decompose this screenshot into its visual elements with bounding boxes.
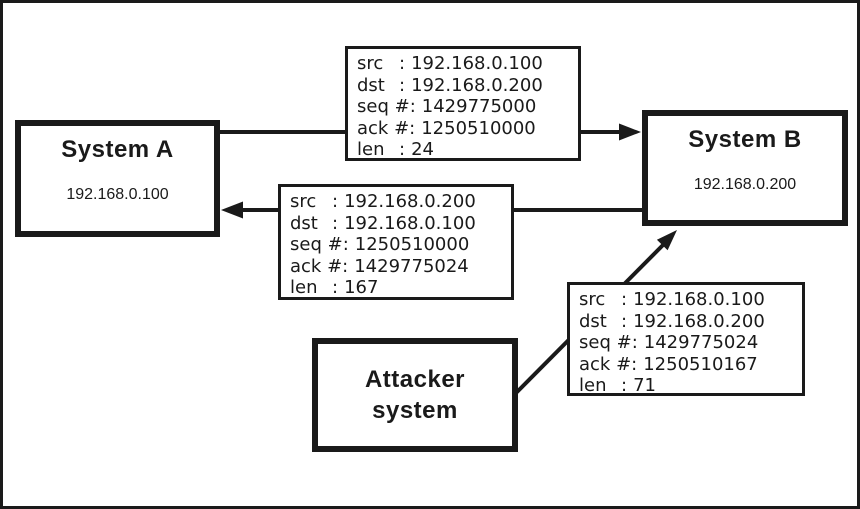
packet-field-label: dst bbox=[579, 310, 607, 332]
packet-separator: : bbox=[332, 191, 339, 212]
packet-field-value: 167 bbox=[344, 277, 379, 298]
arrowhead-right bbox=[619, 123, 641, 141]
packet-field-value: 192.168.0.200 bbox=[344, 191, 476, 212]
packet-field-label: dst bbox=[357, 74, 385, 96]
packet-row: dst:192.168.0.100 bbox=[290, 213, 503, 235]
packet-field-value: 1429775000 bbox=[421, 96, 537, 117]
packet-field-label: ack # bbox=[357, 117, 410, 139]
packet-row: src:192.168.0.100 bbox=[579, 289, 794, 311]
packet-separator: : bbox=[399, 74, 406, 96]
packet-field-label: ack # bbox=[579, 353, 632, 375]
packet-row: seq #:1250510000 bbox=[290, 234, 503, 256]
packet-separator: : bbox=[409, 117, 416, 139]
packet-row: len:71 bbox=[579, 375, 794, 397]
packet-field-value: 1250510000 bbox=[354, 234, 470, 255]
packet-row: ack #:1250510167 bbox=[579, 354, 794, 376]
packet-field-label: len bbox=[579, 375, 607, 396]
packet-field-value: 1250510000 bbox=[421, 117, 536, 139]
packet-field-value: 1250510167 bbox=[643, 353, 758, 375]
packet-separator: : bbox=[332, 212, 339, 234]
packet-box-b-to-a: src:192.168.0.200 dst:192.168.0.100 seq … bbox=[278, 184, 514, 300]
packet-field-label: seq # bbox=[357, 96, 410, 117]
packet-separator: : bbox=[631, 353, 638, 375]
packet-field-value: 192.168.0.100 bbox=[633, 289, 765, 310]
node-attacker-title-line2: system bbox=[372, 397, 458, 424]
packet-field-value: 192.168.0.100 bbox=[344, 212, 476, 234]
packet-row: src:192.168.0.200 bbox=[290, 191, 503, 213]
packet-row: ack #:1250510000 bbox=[357, 118, 570, 140]
node-system-a-ip: 192.168.0.100 bbox=[66, 186, 169, 203]
packet-field-label: src bbox=[357, 53, 384, 74]
packet-field-value: 192.168.0.200 bbox=[411, 74, 543, 96]
packet-row: ack #:1429775024 bbox=[290, 256, 503, 278]
packet-field-value: 192.168.0.100 bbox=[411, 53, 543, 74]
packet-field-label: seq # bbox=[290, 234, 343, 255]
node-attacker-system: Attacker system bbox=[312, 338, 518, 452]
packet-separator: : bbox=[621, 289, 628, 310]
packet-separator: : bbox=[409, 96, 416, 117]
packet-field-value: 1429775024 bbox=[354, 255, 469, 277]
packet-row: seq #:1429775000 bbox=[357, 96, 570, 118]
node-system-a-title: System A bbox=[61, 136, 174, 163]
packet-row: dst:192.168.0.200 bbox=[357, 75, 570, 97]
packet-row: len:24 bbox=[357, 139, 570, 161]
arrowhead-left bbox=[221, 201, 243, 219]
packet-field-label: ack # bbox=[290, 255, 343, 277]
node-system-b-title: System B bbox=[688, 126, 802, 153]
packet-separator: : bbox=[621, 375, 628, 396]
arrowhead-up-right bbox=[656, 230, 677, 251]
packet-row: len:167 bbox=[290, 277, 503, 299]
packet-separator: : bbox=[342, 255, 349, 277]
packet-row: dst:192.168.0.200 bbox=[579, 311, 794, 333]
packet-field-label: src bbox=[290, 191, 317, 212]
packet-field-value: 24 bbox=[411, 139, 434, 160]
packet-field-value: 71 bbox=[633, 375, 656, 396]
packet-field-label: dst bbox=[290, 212, 318, 234]
node-system-b-ip: 192.168.0.200 bbox=[693, 176, 797, 193]
packet-field-label: len bbox=[290, 277, 318, 298]
packet-field-label: src bbox=[579, 289, 606, 310]
packet-row: seq #:1429775024 bbox=[579, 332, 794, 354]
packet-separator: : bbox=[332, 277, 339, 298]
packet-field-value: 192.168.0.200 bbox=[633, 310, 765, 332]
packet-field-label: len bbox=[357, 139, 385, 160]
packet-separator: : bbox=[621, 310, 628, 332]
packet-field-label: seq # bbox=[579, 332, 632, 353]
packet-row: src:192.168.0.100 bbox=[357, 53, 570, 75]
packet-separator: : bbox=[342, 234, 349, 255]
node-attacker-title-line1: Attacker bbox=[364, 366, 466, 393]
packet-field-value: 1429775024 bbox=[643, 332, 759, 353]
node-system-b: System B 192.168.0.200 bbox=[642, 110, 848, 226]
packet-separator: : bbox=[399, 53, 406, 74]
packet-box-a-to-b: src:192.168.0.100 dst:192.168.0.200 seq … bbox=[345, 46, 581, 161]
packet-box-attacker-to-b: src:192.168.0.100 dst:192.168.0.200 seq … bbox=[567, 282, 805, 396]
packet-separator: : bbox=[399, 139, 406, 160]
packet-separator: : bbox=[631, 332, 638, 353]
node-system-a: System A 192.168.0.100 bbox=[15, 120, 220, 237]
